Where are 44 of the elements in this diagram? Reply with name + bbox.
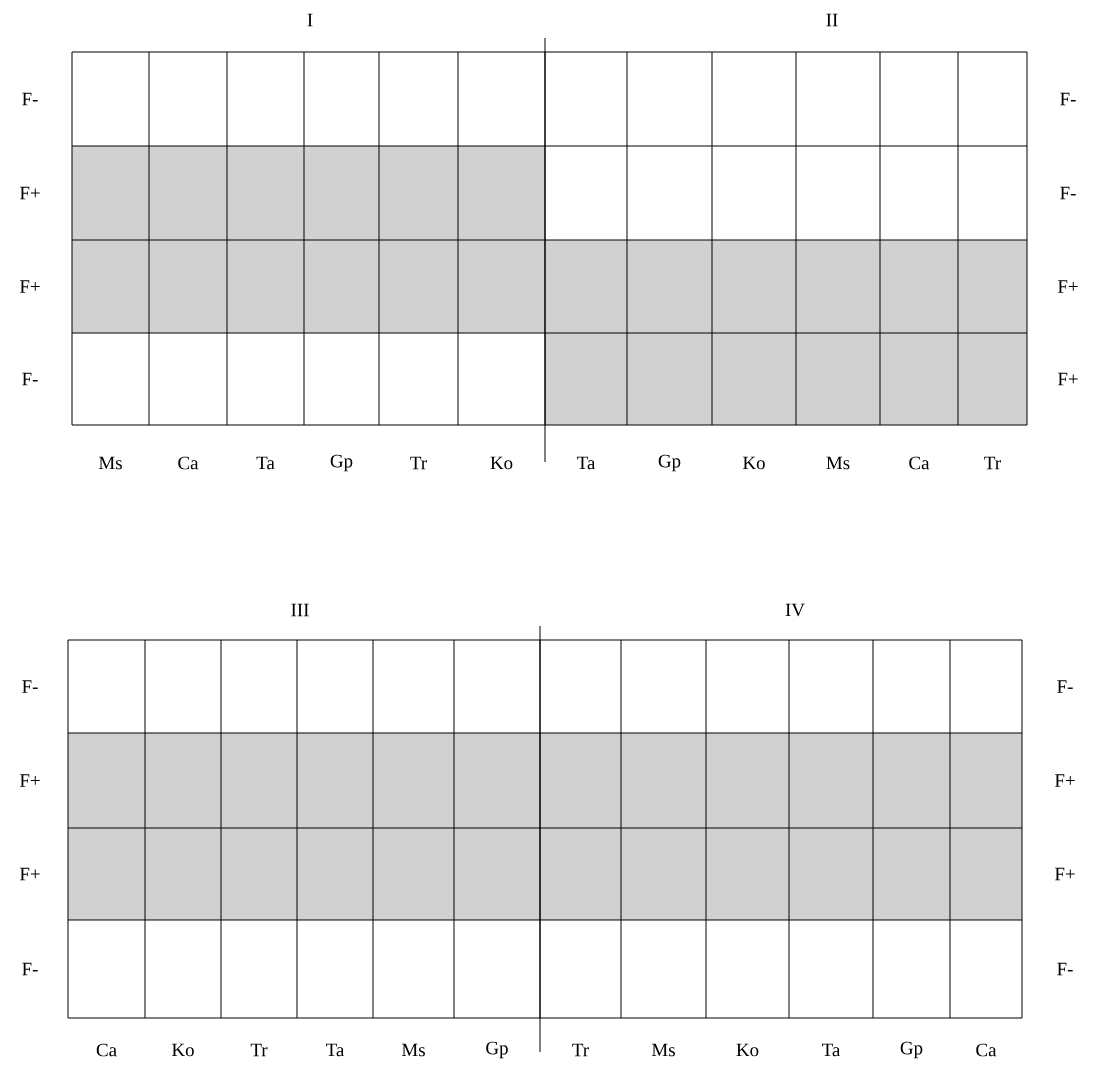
column-label: Tr [572, 1043, 589, 1057]
row-label: F- [22, 680, 38, 693]
column-label: Gp [658, 454, 681, 472]
column-label: Ms [826, 456, 850, 470]
block-label: I [307, 13, 313, 27]
column-label: Ko [743, 456, 765, 470]
block-label: II [826, 13, 838, 27]
column-label: Tr [410, 456, 427, 470]
row-label: F- [1057, 962, 1073, 976]
row-label: F- [22, 962, 38, 976]
row-label: F+ [19, 867, 40, 881]
row-label: F+ [19, 186, 40, 200]
column-label: Ko [736, 1043, 759, 1057]
column-label: Ca [178, 456, 199, 470]
row-label: F- [1060, 92, 1076, 106]
column-label: Ms [401, 1043, 425, 1057]
block-label: III [291, 603, 309, 617]
column-label: Ta [256, 456, 275, 470]
column-label: Ca [976, 1043, 997, 1057]
column-label: Gp [486, 1041, 508, 1059]
row-label: F- [1057, 680, 1073, 693]
row-label: F+ [19, 280, 40, 293]
column-label: Ca [96, 1043, 117, 1057]
row-label: F+ [1054, 867, 1075, 881]
column-label: Tr [250, 1043, 268, 1057]
column-label: Ca [909, 456, 930, 470]
column-label: Ta [822, 1043, 841, 1057]
row-label: F- [22, 92, 38, 106]
column-label: Tr [984, 456, 1001, 470]
column-label: Ta [326, 1043, 345, 1057]
column-label: Gp [900, 1041, 923, 1059]
column-label: Ko [172, 1043, 194, 1057]
column-label: Gp [330, 454, 353, 472]
row-label: F+ [1054, 774, 1075, 787]
column-label: Ko [490, 456, 513, 470]
column-label: Ms [98, 456, 122, 470]
row-label: F+ [1057, 372, 1078, 386]
row-label: F+ [1057, 280, 1078, 293]
row-label: F- [1060, 186, 1076, 200]
row-label: F- [22, 372, 38, 386]
column-label: Ms [651, 1043, 675, 1057]
row-label: F+ [19, 774, 40, 787]
block-label: IV [785, 603, 805, 617]
column-label: Ta [577, 456, 596, 470]
